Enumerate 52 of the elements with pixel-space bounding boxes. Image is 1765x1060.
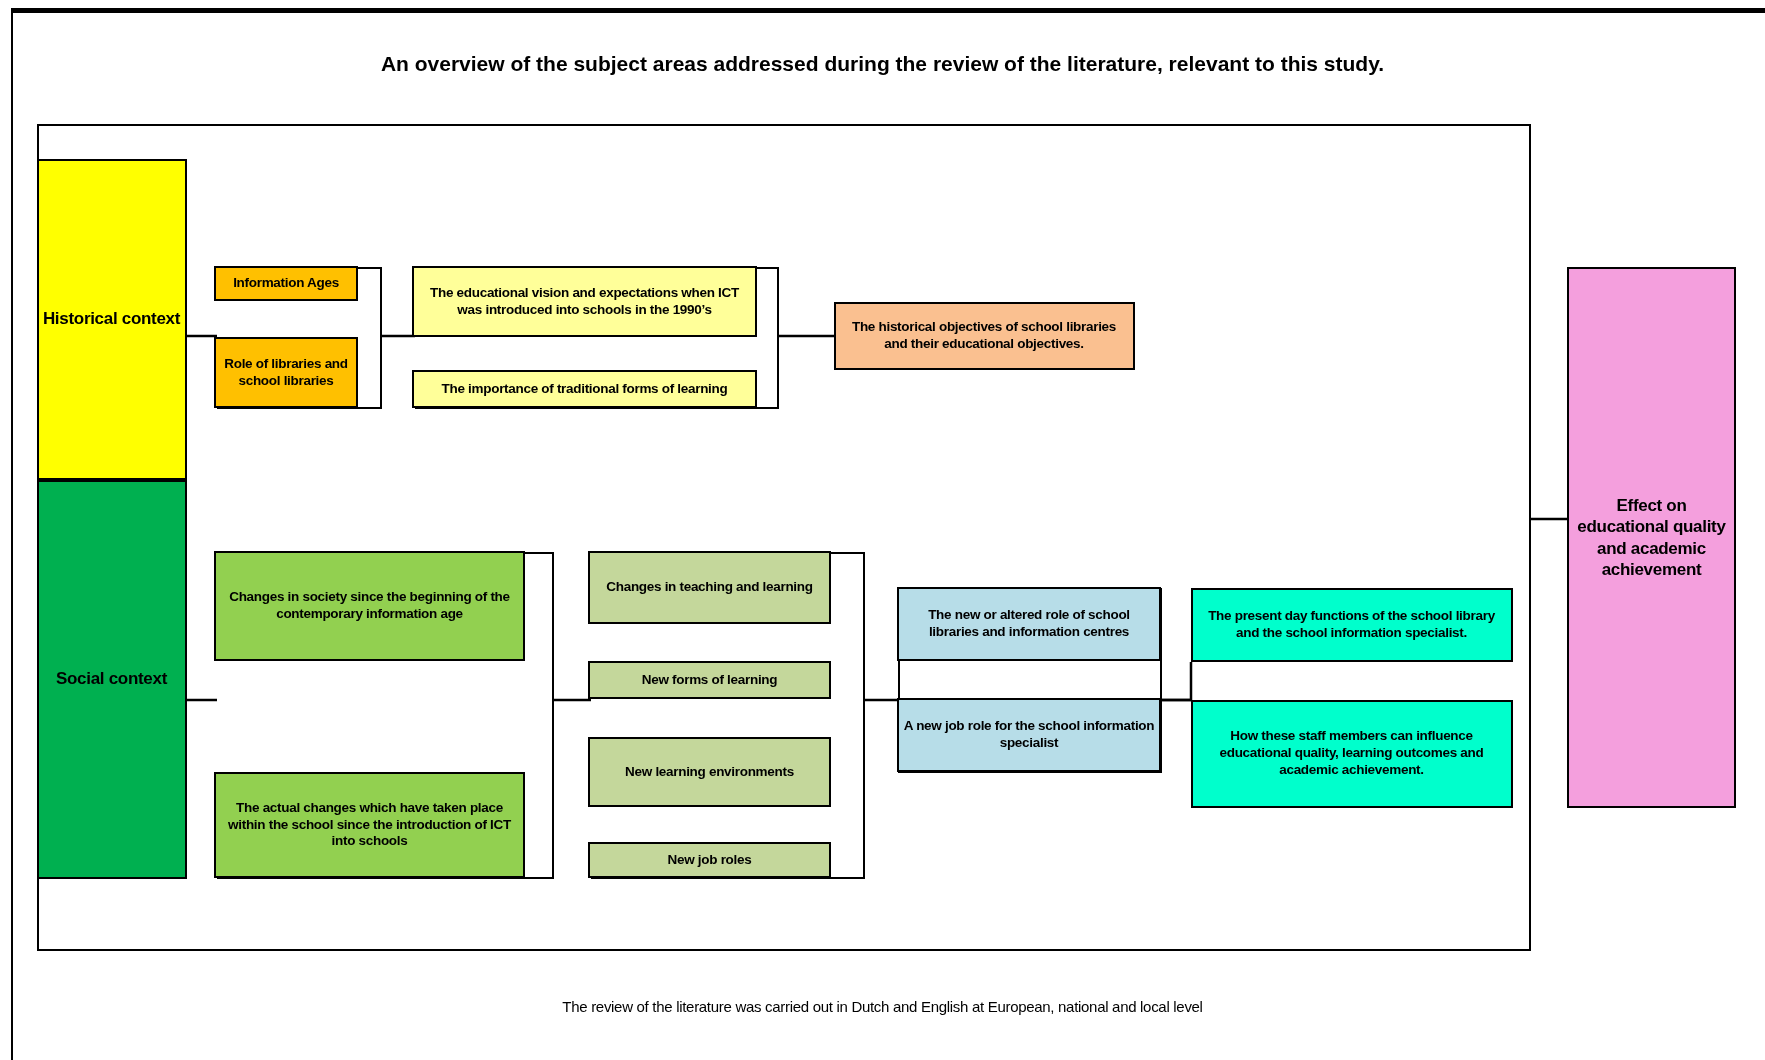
node-label: The new or altered role of school libraries and information centres (927, 607, 1131, 641)
node-label: A new job role for the school information specialist (903, 718, 1155, 752)
connector-line (865, 698, 898, 702)
topic-box (36, 479, 187, 879)
node-label: The importance of traditional forms of learning (441, 380, 728, 398)
node-label: Social context (55, 668, 168, 690)
node-label: How these staff members can influence educational quality, learning outcomes and academic achievement. (1218, 728, 1485, 779)
topic-box (588, 842, 831, 878)
node-label: Information Ages (233, 275, 339, 292)
group-outline (897, 587, 1162, 773)
topic-box (214, 551, 525, 661)
node-label: New forms of learning (641, 671, 778, 689)
topic-box (897, 698, 1161, 772)
topic-box (214, 266, 358, 301)
node-label: Role of libraries and school libraries (223, 355, 349, 390)
topic-box (588, 551, 831, 624)
connector-line (779, 334, 834, 338)
node-label: The present day functions of the school library and the school information specialist. (1207, 607, 1496, 642)
connector-line (187, 334, 217, 338)
diagram-caption: The review of the literature was carried out in Dutch and English at European, national and local level (561, 998, 1204, 1015)
node-label: New job roles (667, 851, 752, 869)
node-label: The historical objectives of school libraries and their educational objectives. (850, 318, 1118, 353)
group-outline (414, 266, 779, 409)
group-outline (216, 266, 382, 409)
topic-box (588, 661, 831, 699)
topic-box (1190, 587, 1513, 662)
topic-box (214, 337, 358, 408)
topic-box (897, 587, 1161, 661)
frame-box (37, 124, 1531, 951)
group-outline (590, 551, 865, 879)
group-outline (216, 551, 554, 879)
topic-box (214, 772, 525, 878)
diagram-title: An overview of the subject areas addressed during the review of the literature, relevant to this study. (379, 52, 1386, 76)
connector-line (1531, 517, 1567, 521)
topic-box (588, 737, 831, 807)
topic-box (833, 301, 1135, 370)
node-label: Effect on educational quality and academic achievement (1576, 495, 1727, 580)
node-label: Historical context (42, 308, 181, 330)
node-label: New learning environments (625, 763, 794, 781)
node-label: The educational vision and expectations when ICT was introduced into schools in the 1990’s (429, 284, 740, 319)
topic-box (1567, 267, 1736, 808)
node-label: Changes in teaching and learning (606, 579, 813, 596)
node-label: The actual changes which have taken place within the school since the introduction of ICT into schools (227, 799, 512, 851)
topic-box (36, 158, 187, 480)
connector-line (554, 698, 591, 702)
topic-box (412, 370, 757, 408)
topic-box (412, 266, 757, 337)
connector-line (1162, 698, 1191, 702)
topic-box (1190, 699, 1513, 808)
connector-line (187, 698, 217, 702)
connector-line (382, 334, 415, 338)
node-label: Changes in society since the beginning of the contemporary information age (228, 589, 511, 623)
